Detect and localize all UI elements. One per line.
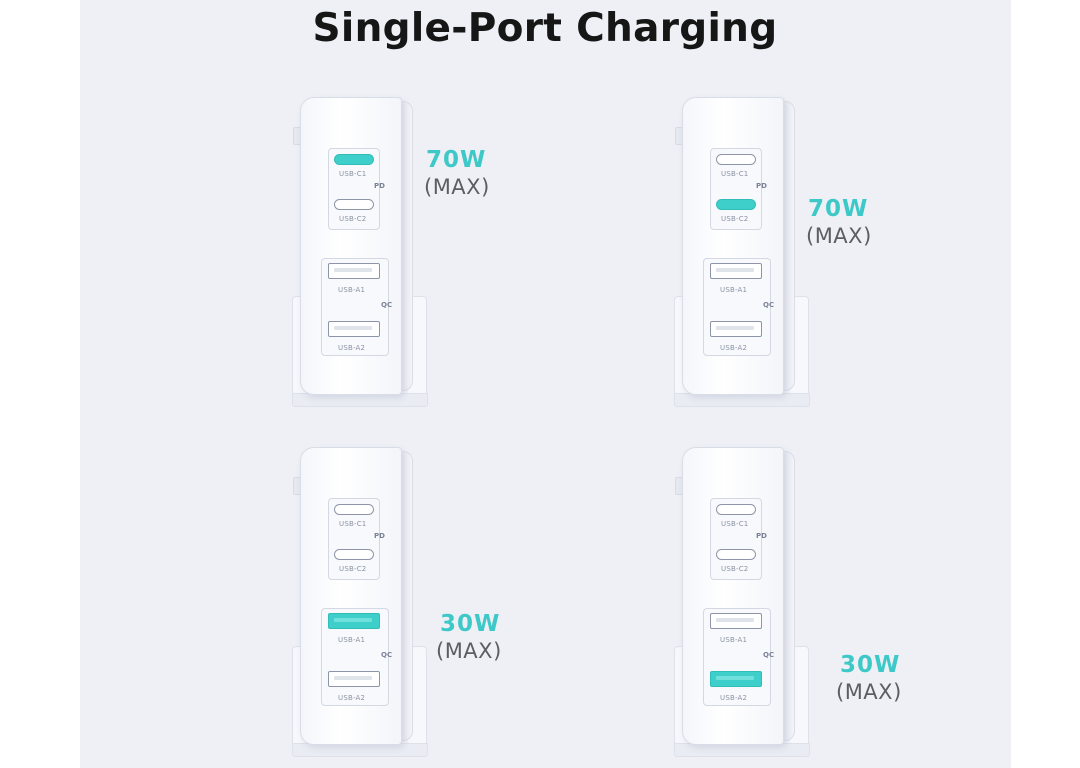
power-value: 30W	[440, 611, 501, 637]
usb-a2-port	[328, 321, 380, 337]
usb-c2-port	[716, 199, 756, 210]
charger-body: USB-C1 USB-C2 PD USB-A1 USB-A2 QC	[300, 447, 402, 745]
usb-c1-label: USB-C1	[721, 170, 749, 178]
qc-port-group: USB-A1 USB-A2	[321, 608, 389, 706]
charger-usb-a2: USB-C1 USB-C2 PD USB-A1 USB-A2 QC	[674, 447, 822, 757]
usb-a1-port	[328, 613, 380, 629]
power-value: 70W	[426, 147, 487, 173]
usb-c1-port	[334, 504, 374, 515]
usb-c1-port	[334, 154, 374, 165]
page-title: Single-Port Charging	[312, 6, 778, 51]
pd-port-group: USB-C1 USB-C2	[710, 148, 762, 230]
pd-port-group: USB-C1 USB-C2	[710, 498, 762, 580]
usb-a1-port	[328, 263, 380, 279]
usb-a1-label: USB-A1	[338, 286, 366, 294]
charger-usb-c2: USB-C1 USB-C2 PD USB-A1 USB-A2 QC	[674, 97, 822, 407]
qc-port-group: USB-A1 USB-A2	[703, 608, 771, 706]
charger-usb-c1: USB-C1 USB-C2 PD USB-A1 USB-A2 QC	[292, 97, 440, 407]
qc-tag: QC	[763, 651, 775, 659]
usb-c2-port	[716, 549, 756, 560]
qc-tag: QC	[763, 301, 775, 309]
charger-body: USB-C1 USB-C2 PD USB-A1 USB-A2 QC	[300, 97, 402, 395]
usb-a2-port	[328, 671, 380, 687]
charger-body: USB-C1 USB-C2 PD USB-A1 USB-A2 QC	[682, 447, 784, 745]
qc-tag: QC	[381, 301, 393, 309]
power-max-label: (MAX)	[424, 175, 490, 199]
background-panel	[80, 0, 1011, 768]
power-value: 30W	[840, 652, 901, 678]
stand-base	[674, 393, 810, 407]
power-max-label: (MAX)	[806, 224, 872, 248]
usb-a2-label: USB-A2	[338, 694, 366, 702]
power-max-label: (MAX)	[436, 639, 502, 663]
usb-a1-label: USB-A1	[338, 636, 366, 644]
usb-a2-port	[710, 321, 762, 337]
usb-c2-label: USB-C2	[721, 215, 749, 223]
charger-body: USB-C1 USB-C2 PD USB-A1 USB-A2 QC	[682, 97, 784, 395]
usb-a1-port	[710, 613, 762, 629]
usb-c1-port	[716, 154, 756, 165]
usb-a2-label: USB-A2	[720, 344, 748, 352]
usb-a2-label: USB-A2	[338, 344, 366, 352]
usb-a1-label: USB-A1	[720, 636, 748, 644]
pd-tag: PD	[756, 532, 767, 540]
power-value: 70W	[808, 196, 869, 222]
pd-tag: PD	[756, 182, 767, 190]
qc-tag: QC	[381, 651, 393, 659]
qc-port-group: USB-A1 USB-A2	[321, 258, 389, 356]
power-max-label: (MAX)	[836, 680, 902, 704]
stand-base	[292, 393, 428, 407]
usb-c1-label: USB-C1	[339, 170, 367, 178]
qc-port-group: USB-A1 USB-A2	[703, 258, 771, 356]
usb-c2-port	[334, 199, 374, 210]
usb-c2-label: USB-C2	[339, 565, 367, 573]
usb-a2-label: USB-A2	[720, 694, 748, 702]
charger-usb-a1: USB-C1 USB-C2 PD USB-A1 USB-A2 QC	[292, 447, 440, 757]
pd-tag: PD	[374, 182, 385, 190]
pd-tag: PD	[374, 532, 385, 540]
usb-a1-port	[710, 263, 762, 279]
usb-c1-label: USB-C1	[721, 520, 749, 528]
usb-a2-port	[710, 671, 762, 687]
usb-c2-port	[334, 549, 374, 560]
stand-base	[292, 743, 428, 757]
stand-base	[674, 743, 810, 757]
usb-c2-label: USB-C2	[339, 215, 367, 223]
pd-port-group: USB-C1 USB-C2	[328, 498, 380, 580]
usb-c1-port	[716, 504, 756, 515]
usb-c2-label: USB-C2	[721, 565, 749, 573]
pd-port-group: USB-C1 USB-C2	[328, 148, 380, 230]
usb-a1-label: USB-A1	[720, 286, 748, 294]
usb-c1-label: USB-C1	[339, 520, 367, 528]
